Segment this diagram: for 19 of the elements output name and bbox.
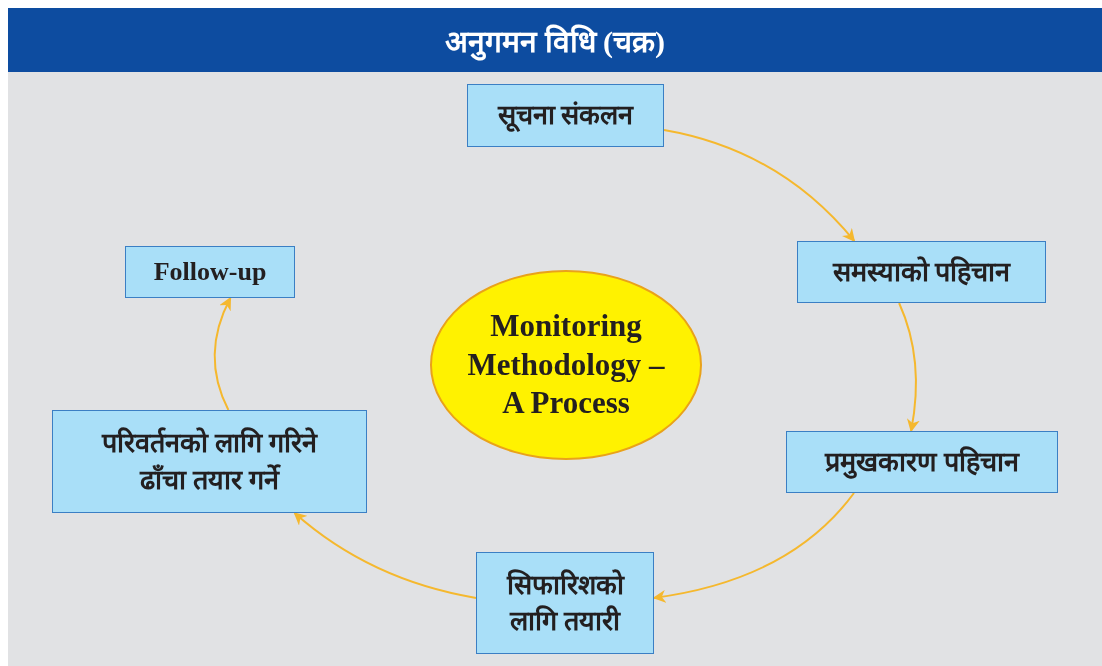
title: अनुगमन विधि (चक्र) xyxy=(445,19,665,61)
box-label: सिफारिशको लागि तयारी xyxy=(505,568,626,638)
process-box xyxy=(467,84,664,147)
box-label: Monitoring Methodology – A Process xyxy=(466,306,666,423)
arrow xyxy=(293,512,477,599)
process-box xyxy=(797,241,1046,303)
box-label: परिवर्तनको लागि गरिने ढाँचा तयार गर्ने xyxy=(100,426,319,497)
process-box xyxy=(786,431,1058,493)
arrow xyxy=(652,492,855,603)
process-box xyxy=(52,410,367,513)
box-label: सूचना संकलन xyxy=(497,99,634,134)
arrow xyxy=(898,302,920,433)
box-label: समस्याको पहिचान xyxy=(832,255,1011,289)
arrow xyxy=(213,296,232,411)
box-label: Follow-up xyxy=(153,256,267,289)
process-box xyxy=(125,246,295,298)
box-label: प्रमुखकारण पहिचान xyxy=(825,445,1019,481)
arrow xyxy=(663,129,856,242)
process-box xyxy=(476,552,654,654)
